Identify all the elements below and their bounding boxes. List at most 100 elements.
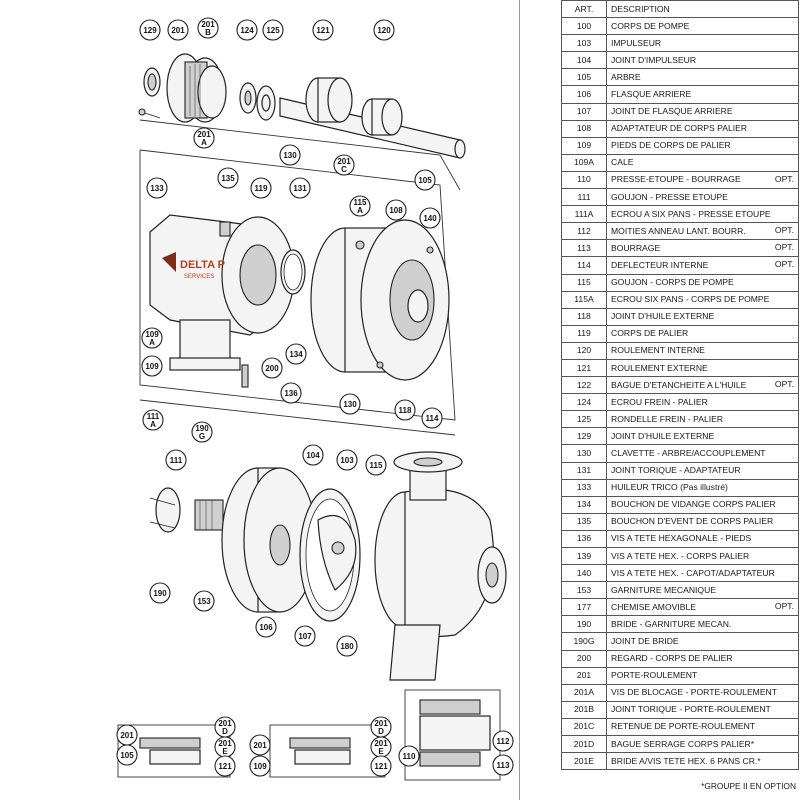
part-number: 136 <box>561 529 607 549</box>
pump-casing-100 <box>374 451 507 681</box>
part-description-text: GOUJON - PRESSE ETOUPE <box>611 191 728 202</box>
callout-circle <box>370 755 392 777</box>
callout-label: 129 <box>143 26 157 35</box>
part-description-text: JOINT TORIQUE - PORTE-ROULEMENT <box>611 704 771 715</box>
part-description-text: GARNITURE MECANIQUE <box>611 584 717 595</box>
callout-balloon: 201D <box>370 716 392 738</box>
part-number: 104 <box>561 51 607 70</box>
logo-text: DELTA P <box>180 259 225 271</box>
callout-label: 125 <box>266 26 280 35</box>
callout-label: 133 <box>150 184 164 193</box>
callout-circle <box>149 582 171 604</box>
part-description: CORPS DE PALIER <box>606 324 799 343</box>
callout-circle <box>339 393 361 415</box>
bearing-housing-201 <box>166 53 227 123</box>
part-description-text: PRESSE-ETOUPE - BOURRAGE <box>611 174 741 185</box>
callout-label: 109 <box>145 330 159 339</box>
callout-label: 120 <box>377 26 391 35</box>
callout-label: 124 <box>240 26 254 35</box>
callout-label: 107 <box>298 632 312 641</box>
callout-label: 104 <box>306 451 320 460</box>
header-art: ART. <box>561 0 607 19</box>
part-description: JOINT D'HUILE EXTERNE <box>606 427 799 446</box>
callout-balloon: 180 <box>336 635 358 657</box>
back-plate-106 <box>221 467 317 613</box>
callout-label: 118 <box>399 406 412 415</box>
callout-balloon: 109A <box>141 327 163 349</box>
callout-balloon: 201 <box>116 724 138 746</box>
callout-label: 136 <box>284 389 298 398</box>
callout-label: 201 <box>337 157 351 166</box>
callout-circle <box>141 327 163 349</box>
optional-flag: OPT. <box>774 173 794 184</box>
part-number: 201C <box>561 717 607 737</box>
part-number: 153 <box>561 581 607 600</box>
callout-circle <box>349 195 371 217</box>
part-description-text: REGARD - CORPS DE PALIER <box>611 653 733 664</box>
callout-balloon: 113 <box>492 754 514 776</box>
part-description: ROULEMENT INTERNE <box>606 341 799 360</box>
callout-label: 190 <box>153 589 167 598</box>
callout-balloon: 121 <box>312 19 334 41</box>
part-description-text: JOINT D'HUILE EXTERNE <box>611 311 715 322</box>
part-number: 112 <box>561 222 607 241</box>
part-description-text: ROULEMENT INTERNE <box>611 345 705 356</box>
inset-section-left <box>117 724 231 778</box>
part-description: ROULEMENT EXTERNE <box>606 358 799 378</box>
part-number: 115A <box>561 290 607 309</box>
callout-circle <box>193 590 215 612</box>
callout-circle <box>294 625 316 647</box>
callout-balloon: 111 <box>165 449 187 471</box>
callout-label: 115 <box>370 461 383 470</box>
callout-balloon: 119 <box>250 177 272 199</box>
part-number: 125 <box>561 410 607 429</box>
callout-label: 140 <box>423 214 437 223</box>
lockwasher-125 <box>256 85 276 121</box>
callout-balloon: 105 <box>414 169 436 191</box>
callout-balloon: 104 <box>302 444 324 466</box>
part-description: ECROU A SIX PANS - PRESSE ETOUPE <box>606 205 799 224</box>
part-description-text: PORTE-ROULEMENT <box>611 670 698 681</box>
part-number: 200 <box>561 649 607 668</box>
callout-label: 201 <box>218 719 232 728</box>
callout-circle <box>285 343 307 365</box>
part-description: RETENUE DE PORTE-ROULEMENT <box>606 717 799 737</box>
part-description-text: GOUJON - CORPS DE POMPE <box>611 277 734 288</box>
callout-label: E <box>378 747 384 756</box>
callout-balloon: 201B <box>197 17 219 39</box>
callout-label: C <box>341 165 347 174</box>
part-description: MOITIES ANNEAU LANT. BOURR.OPT. <box>606 222 799 241</box>
callout-label: 201 <box>218 739 232 748</box>
part-number: 109A <box>561 153 607 172</box>
part-description: PRESSE-ETOUPE - BOURRAGE OPT. <box>606 170 799 190</box>
callout-label: 110 <box>403 752 416 761</box>
callout-label: 134 <box>289 350 303 359</box>
part-number: 105 <box>561 68 607 87</box>
part-description-text: CORPS DE PALIER <box>611 328 689 339</box>
part-number: 108 <box>561 119 607 138</box>
callout-label: 115 <box>354 198 367 207</box>
mechanical-seal-153 <box>194 499 224 531</box>
callout-balloon: 125 <box>262 19 284 41</box>
part-number: 140 <box>561 564 607 583</box>
part-description-text: ADAPTATEUR DE CORPS PALIER <box>611 123 748 134</box>
callout-label: 121 <box>218 762 232 771</box>
part-description: HUILEUR TRICO (Pas illustré) <box>606 478 799 497</box>
part-number: 110 <box>561 170 607 190</box>
